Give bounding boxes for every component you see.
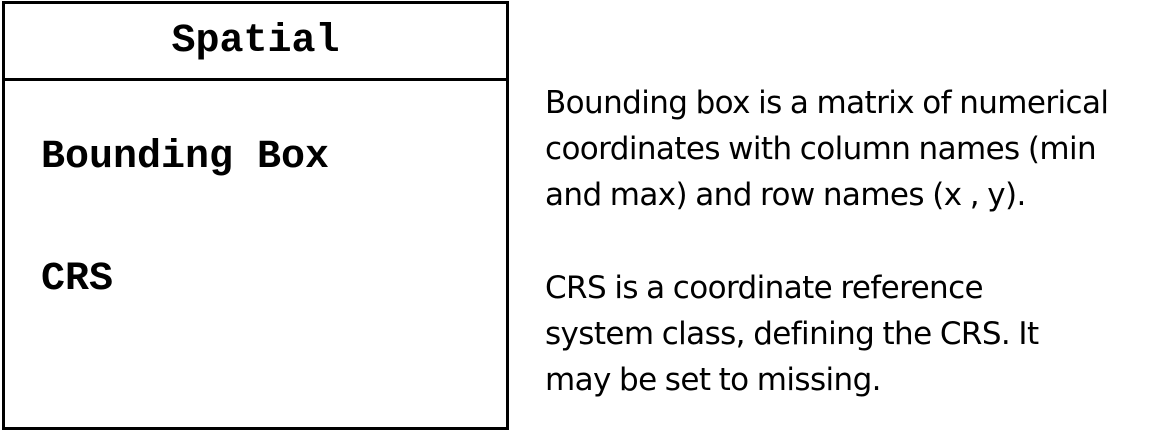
description-line: may be set to missing.	[545, 362, 882, 398]
bounding-box-description: Bounding box is a matrix of numerical co…	[545, 80, 1170, 218]
class-title: Spatial	[171, 19, 340, 64]
attribute-bounding-box: Bounding Box	[41, 135, 330, 180]
description-line: CRS is a coordinate reference	[545, 270, 984, 306]
attribute-crs: CRS	[41, 257, 114, 302]
description-line: and max) and row names (x , y).	[545, 177, 1026, 213]
description-line: coordinates with column names (min	[545, 131, 1097, 167]
description-line: system class, defining the CRS. It	[545, 316, 1039, 352]
class-header: Spatial	[5, 4, 506, 81]
spatial-class-box: Spatial Bounding Box CRS	[2, 1, 509, 430]
description-line: Bounding box is a matrix of numerical	[545, 85, 1109, 121]
crs-description: CRS is a coordinate reference system cla…	[545, 265, 1170, 403]
